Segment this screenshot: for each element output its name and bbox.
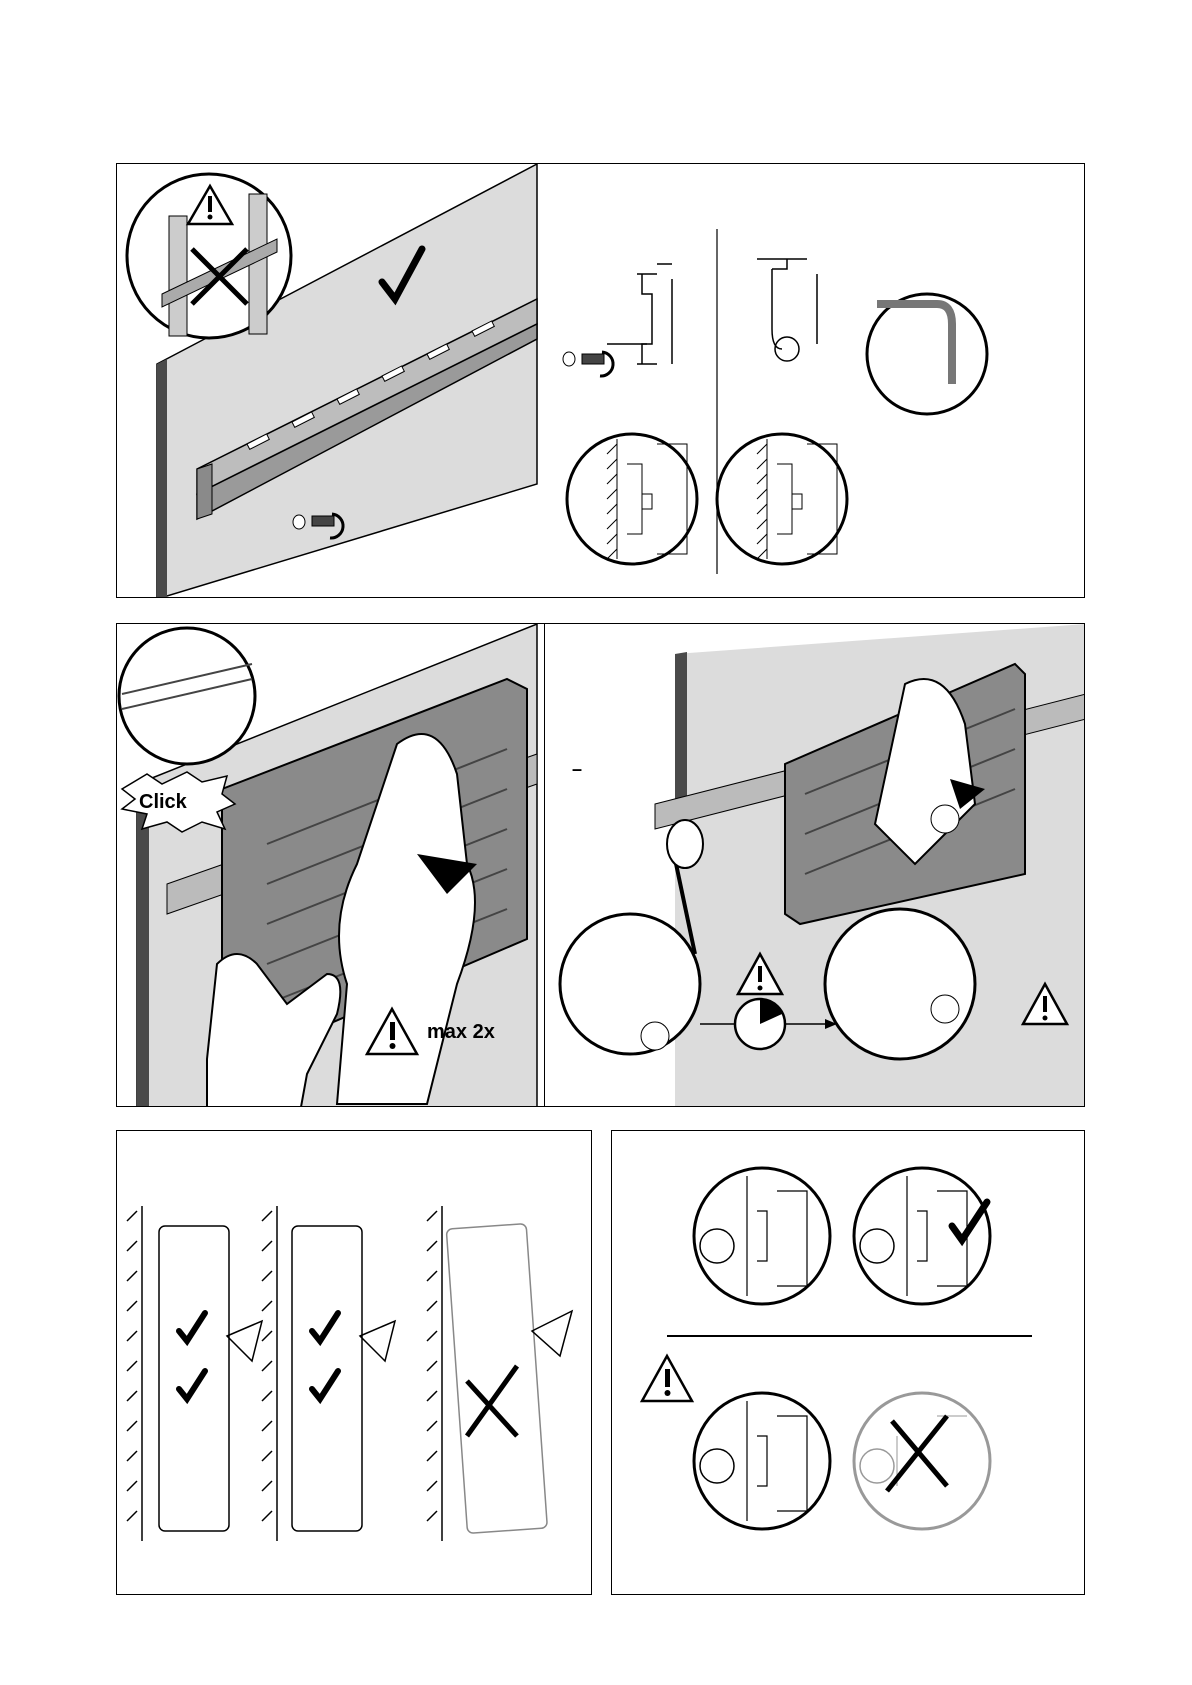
stopwatch-icon [735, 999, 785, 1049]
check-icon [179, 1313, 338, 1399]
warning-icon [642, 1356, 692, 1401]
seating-check-illustration [117, 1131, 592, 1595]
minus-sign-label: – [572, 759, 582, 780]
panel-snap-on: Click max 2x [116, 623, 545, 1107]
panel-removal: – [544, 623, 1085, 1107]
max-uses-label: max 2x [427, 1021, 495, 1044]
panel-detail-check [611, 1130, 1085, 1595]
rail-mounting-illustration [117, 164, 1085, 598]
cross-icon [467, 1366, 517, 1436]
removal-illustration [545, 624, 1085, 1107]
panel-rail-mounting [116, 163, 1085, 598]
panel-seating-check [116, 1130, 592, 1595]
click-label: Click [139, 791, 187, 814]
eye-icon [227, 1321, 262, 1361]
eye-icon [360, 1321, 395, 1361]
eye-icon [532, 1311, 572, 1356]
detail-check-illustration [612, 1131, 1085, 1595]
